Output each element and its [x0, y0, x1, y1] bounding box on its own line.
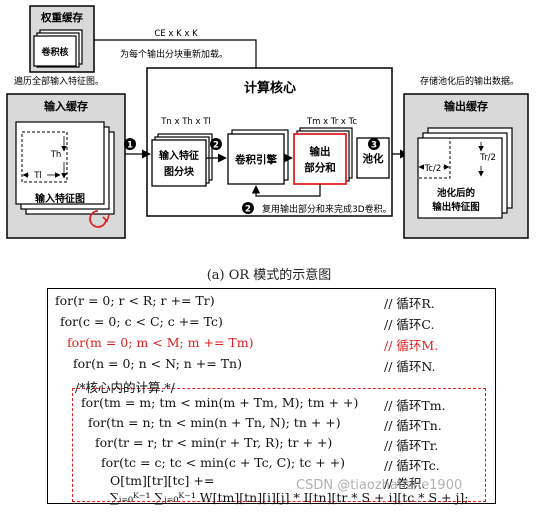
kernel-dims-label: CE x K x K	[154, 29, 198, 39]
input-tile-block	[151, 139, 207, 187]
output-buffer-label: 输出缓存	[444, 99, 488, 113]
svg-text:2: 2	[213, 141, 219, 151]
store-note: 存储池化后的输出数据。	[420, 75, 519, 87]
pseudocode-block: for(r = 0; r < R; r += Tr)// 循环R. for(c …	[47, 288, 496, 505]
step3-badge	[368, 138, 380, 150]
core-loops-highlight	[72, 388, 486, 502]
traverse-note: 遍历全部输入特征图。	[14, 75, 104, 87]
input-buffer-label: 输入缓存	[44, 99, 88, 113]
reuse-note: 复用输出部分和来完成3D卷积。	[262, 203, 392, 215]
conv-engine-label: 卷积引擎	[234, 153, 277, 166]
step2-badge	[210, 138, 222, 150]
tile-block-line2: 图分块	[164, 165, 195, 178]
weight-buffer-label: 权重缓存	[40, 11, 83, 24]
reload-note: 为每个输出分块重新加载。	[120, 48, 228, 60]
partial-sum-box	[293, 133, 347, 185]
input-tile-dashed	[21, 131, 68, 183]
output-tile-dashed	[417, 137, 451, 179]
or-mode-diagram: 权重缓存 卷积核 CE x K x K 为每个输出分块重新加载。 遍历全部输入特…	[6, 5, 529, 239]
th-label: Th	[50, 150, 62, 160]
input-fmap-label: 输入特征图	[35, 192, 85, 205]
conv-kernel-box	[33, 35, 77, 67]
tile-dims-in-label: Tn x Th x Tl	[160, 117, 211, 127]
partial-sum-line1: 输出	[310, 145, 331, 158]
tl-label: Tl	[33, 171, 42, 181]
compute-core-label: 计算核心	[244, 80, 296, 96]
svg-text:1: 1	[127, 141, 133, 151]
tr2-label: Tr/2	[479, 153, 496, 163]
tile-block-line1: 输入特征	[159, 149, 199, 162]
pool-label: 池化	[363, 152, 384, 165]
watermark: CSDN @tiaozhanzhe1900	[296, 478, 463, 493]
loop-icon	[89, 210, 107, 228]
conv-kernel-label: 卷积核	[40, 46, 68, 58]
pooled-fmap-line2: 输出特征图	[432, 201, 480, 213]
partial-sum-line2: 部分和	[304, 161, 336, 174]
pooled-fmap-line1: 池化后的	[437, 187, 476, 199]
step2b-badge	[242, 202, 254, 214]
figure-caption: (a) OR 模式的示意图	[206, 268, 332, 283]
svg-text:2: 2	[245, 205, 251, 215]
svg-text:3: 3	[371, 141, 377, 151]
tile-dims-out-label: Tm x Tr x Tc	[306, 117, 358, 127]
step1-badge	[124, 138, 136, 150]
input-fmap-box	[15, 121, 105, 205]
tc2-label: Tc/2	[424, 164, 442, 174]
